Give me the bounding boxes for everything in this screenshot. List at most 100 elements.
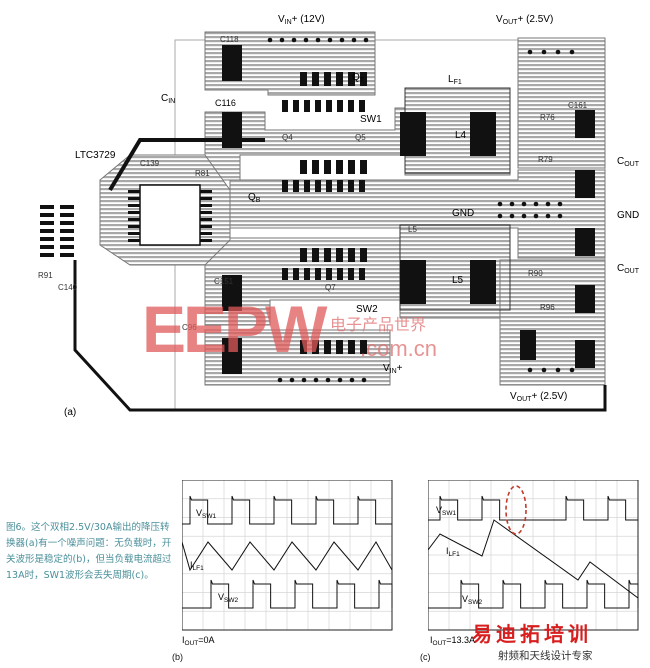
mosfet-pad [312,340,319,354]
mosfet-pad [315,180,321,192]
qt-label: QT [352,72,365,84]
controller-pin [128,190,140,193]
mosfet-pad [348,248,355,262]
vout-bot-pad [520,330,536,360]
via [327,37,333,43]
vout-bottom-label: VOUT+ (2.5V) [510,391,567,403]
cout-pad-4 [575,285,595,313]
via [289,377,295,383]
via [313,377,319,383]
passive-pad [60,205,74,209]
sw1-label: SW1 [360,114,382,125]
controller-pin [200,218,212,221]
controller-pin [200,225,212,228]
panel-b-label: (b) [172,652,183,662]
gnd-center-plane [229,169,606,259]
label-vsw2-b: VSW2 [218,592,238,604]
vin-bot-plane [204,329,391,386]
passive-pad [60,221,74,225]
controller-pin [200,197,212,200]
scope-panel-c: VSW1 ILF1 VSW2 IOUT=13.3A [428,480,639,647]
silk-r91: R91 [38,271,53,280]
trace-vsw2-c [428,579,639,609]
via [545,201,551,207]
via [557,201,563,207]
passive-pad [60,237,74,241]
mosfet-pad [315,100,321,112]
cout-pad-1 [575,110,595,138]
mosfet-pad [336,72,343,86]
mosfet-pad [293,180,299,192]
vout-top-plane [517,37,606,169]
trace-vsw2-b [182,579,393,609]
mosfet-pad [360,160,367,174]
silk-l5: L5 [408,225,417,234]
passive-pad [40,229,54,233]
controller-pin [128,239,140,242]
mosfet-pad [360,340,367,354]
cout-label-top: COUT [617,156,640,168]
via [569,367,575,373]
passive-pad [40,245,54,249]
panel-a-label: (a) [64,407,76,418]
trace-vsw1-c [428,495,638,521]
silk-c96: C96 [182,323,197,332]
scope-panel-b: VSW1 ILF1 VSW2 IOUT=0A [182,480,393,647]
silk-c118: C118 [220,35,239,44]
mosfet-pad [282,268,288,280]
mosfet-pad [360,248,367,262]
mosfet-pad [348,340,355,354]
via [301,377,307,383]
mosfet-pad [300,248,307,262]
silk-q5: Q5 [355,133,366,142]
via [557,213,563,219]
controller-pin [128,232,140,235]
controller-pin [128,204,140,207]
label-ilf1-b: ILF1 [190,560,204,572]
mosfet-pad [337,268,343,280]
lf1-label: LF1 [448,74,462,86]
passive-pad [60,213,74,217]
mosfet-pad [304,100,310,112]
mosfet-pad [300,72,307,86]
silk-r79: R79 [538,155,553,164]
passive-pad [40,237,54,241]
via [337,377,343,383]
trace-ilf1-b [182,541,393,572]
c118-pad [222,45,242,81]
scope-grid-b [182,480,392,630]
cout-pad-3 [575,228,595,256]
l4-pad-left [400,112,426,156]
mosfet-pad [300,340,307,354]
via [527,367,533,373]
mosfet-pad [359,180,365,192]
passive-pad [60,245,74,249]
vin-top-plane [204,31,376,96]
mosfet-pad [312,248,319,262]
controller-pin [128,218,140,221]
via [351,37,357,43]
watermark-logo: 易迪拓培训 [472,622,592,646]
via [541,49,547,55]
sw2-label: SW2 [356,304,378,315]
l5-pad-right [470,260,496,304]
via [545,213,551,219]
mosfet-pad [326,180,332,192]
label-vsw1-c: VSW1 [436,505,456,517]
sense-trace-bottom [73,260,607,412]
qb-label: QB [248,192,261,204]
l4-pad-right [470,112,496,156]
mosfet-pad [293,100,299,112]
via [509,213,515,219]
silk-r81: R81 [195,169,210,178]
cout-pad-2 [575,170,595,198]
silk-q4: Q4 [282,133,293,142]
via [363,37,369,43]
silk-c151: C151 [214,277,234,286]
mosfet-pad [348,72,355,86]
via [541,367,547,373]
controller-pin [200,190,212,193]
via [533,201,539,207]
via [497,201,503,207]
